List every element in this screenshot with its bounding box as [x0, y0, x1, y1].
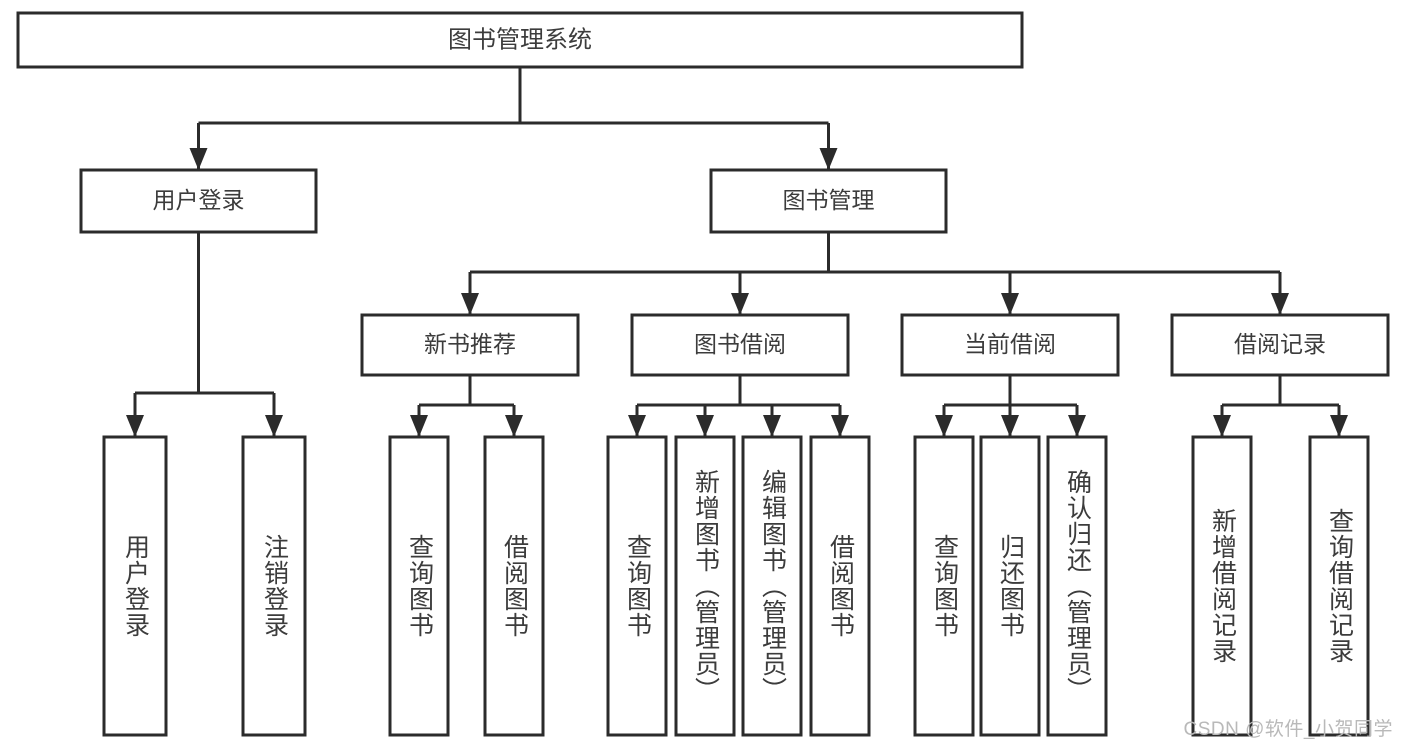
node-box-user-logout[interactable] [241, 435, 307, 737]
arrow-head-icon [126, 415, 144, 437]
node-label-root: 图书管理系统 [448, 26, 592, 53]
arrow-head-icon [935, 415, 953, 437]
arrow-head-icon [1001, 293, 1019, 315]
arrow-head-icon [628, 415, 646, 437]
arrow-head-icon [731, 293, 749, 315]
node-box-user-login[interactable] [79, 168, 318, 234]
arrow-head-icon [819, 148, 838, 170]
node-box-current-borrow[interactable] [900, 313, 1120, 377]
node-box-query-book-1[interactable] [388, 435, 450, 737]
arrow-head-icon [505, 415, 523, 437]
node-box-borrow-book-1[interactable] [483, 435, 545, 737]
arrow-head-icon [1068, 415, 1086, 437]
node-box-edit-book[interactable] [741, 435, 803, 737]
node-label-user-login: 用户登录 [153, 187, 245, 213]
node-box-query-book-3[interactable] [913, 435, 975, 737]
arrow-head-icon [763, 415, 781, 437]
node-box-borrow-record[interactable] [1170, 313, 1390, 377]
node-label-new-book-recommend: 新书推荐 [424, 331, 516, 357]
node-box-return-book[interactable] [979, 435, 1041, 737]
connectors-layer [126, 67, 1348, 437]
node-box-query-book-2[interactable] [606, 435, 668, 737]
node-box-add-borrow-record[interactable] [1191, 435, 1253, 737]
node-box-query-borrow-record[interactable] [1308, 435, 1370, 737]
node-label-borrow-record: 借阅记录 [1234, 331, 1326, 357]
arrow-head-icon [1330, 415, 1348, 437]
node-box-user-login-do[interactable] [102, 435, 168, 737]
arrow-head-icon [189, 148, 208, 170]
arrow-head-icon [461, 293, 479, 315]
node-box-new-book-recommend[interactable] [360, 313, 580, 377]
node-box-root[interactable] [16, 11, 1024, 69]
boxes-layer [16, 11, 1390, 737]
arrow-head-icon [265, 415, 283, 437]
arrow-head-icon [410, 415, 428, 437]
node-box-add-book[interactable] [674, 435, 736, 737]
arrow-head-icon [696, 415, 714, 437]
node-box-book-management[interactable] [709, 168, 948, 234]
arrow-head-icon [1001, 415, 1019, 437]
arrow-head-icon [1213, 415, 1231, 437]
node-box-book-borrow[interactable] [630, 313, 850, 377]
node-box-borrow-book-2[interactable] [809, 435, 871, 737]
node-label-book-borrow: 图书借阅 [694, 331, 786, 357]
node-label-current-borrow: 当前借阅 [964, 331, 1056, 357]
watermark-text: CSDN @软件_小贺同学 [1183, 719, 1393, 740]
node-box-confirm-return[interactable] [1046, 435, 1108, 737]
arrow-head-icon [831, 415, 849, 437]
arrow-head-icon [1271, 293, 1289, 315]
node-label-book-management: 图书管理 [783, 187, 875, 213]
